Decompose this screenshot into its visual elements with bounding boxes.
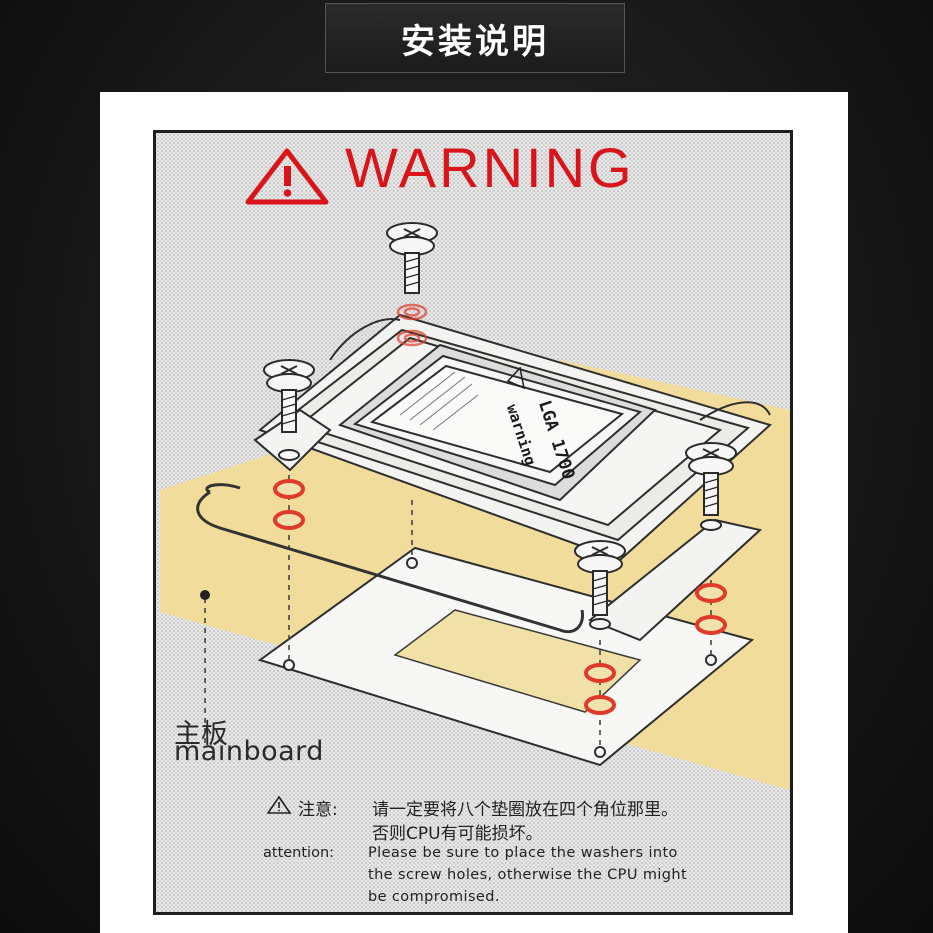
caution-icon — [266, 795, 292, 814]
page-title: 安装说明 — [401, 21, 549, 62]
washer-icon — [584, 695, 616, 715]
title-banner: 安装说明 — [325, 3, 625, 73]
socket-lever — [196, 490, 585, 634]
screw-left — [263, 359, 315, 461]
washer-icon — [695, 583, 727, 603]
washer-icon — [584, 663, 616, 683]
screw-top — [386, 222, 438, 294]
back-plate — [257, 546, 755, 767]
notice-line-cn-1: 请一定要将八个垫圈放在四个角位那里。 — [372, 800, 678, 820]
cpu — [337, 343, 657, 502]
mainboard-label-cn: 主板 — [174, 719, 228, 750]
washer-icon — [695, 615, 727, 635]
attention-line-1: Please be sure to place the washers into — [368, 845, 678, 861]
notice-heading-cn: 注意: — [298, 800, 338, 820]
washer-icon — [273, 479, 305, 499]
attention-line-3: be compromised. — [368, 889, 500, 905]
notice-line-cn-2: 否则CPU有可能损坏。 — [372, 824, 543, 844]
warning-triangle-icon — [245, 148, 329, 205]
attention-line-2: the screw holes, otherwise the CPU might — [368, 867, 688, 883]
screw-right — [685, 442, 737, 531]
warning-title: WARNING — [345, 136, 635, 199]
washer-highlight-top — [396, 303, 428, 347]
screw-bottom — [574, 540, 626, 630]
mainboard-label-en: mainboard — [174, 736, 324, 767]
mainboard-pointer-dot — [200, 590, 210, 600]
washers — [273, 479, 727, 715]
washer-icon — [273, 510, 305, 530]
attention-heading: attention: — [263, 845, 335, 861]
